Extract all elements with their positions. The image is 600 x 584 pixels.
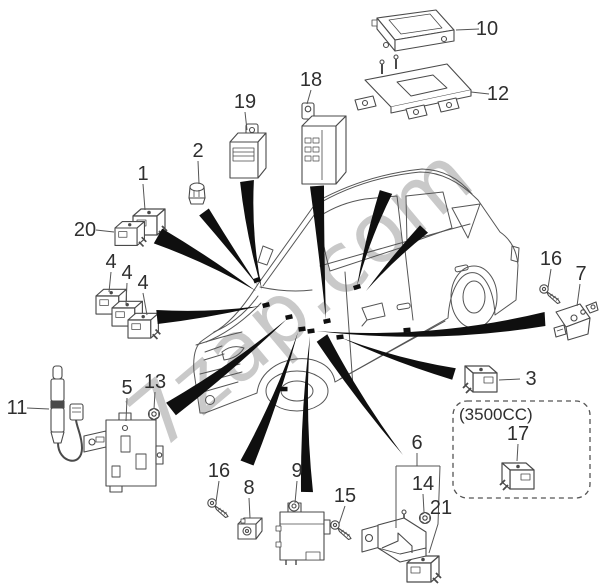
callout-leader-line [516, 443, 519, 462]
callout-label-6: 6 [411, 432, 423, 454]
callout-leader-line [338, 505, 346, 525]
install-arrow [166, 319, 287, 416]
part-16-screw-bottom [207, 498, 229, 519]
callout-leader-line [125, 397, 128, 422]
callout-label-15: 15 [333, 485, 357, 507]
part-8-sensor [237, 517, 263, 540]
callout-leader-line [215, 480, 220, 503]
callout-leader-line [108, 271, 112, 293]
callout-label-9: 9 [291, 460, 303, 482]
install-arrow [240, 332, 298, 466]
part-4-relay-bank [95, 288, 162, 340]
install-arrow [357, 190, 393, 286]
mount-point-marker [280, 386, 288, 392]
variant-box-label: (3500CC) [459, 405, 533, 424]
part-6-bracket-assembly [361, 509, 427, 563]
callout-label-11: 11 [6, 397, 28, 419]
install-arrow [310, 185, 326, 320]
install-arrow [316, 334, 403, 455]
mount-point-marker [352, 283, 362, 291]
install-arrow [240, 180, 262, 290]
mount-point-marker [285, 314, 293, 320]
part-10-control-unit [371, 9, 455, 52]
part-9-module [275, 500, 331, 565]
install-arrow [316, 312, 546, 337]
callout-label-1: 1 [137, 163, 149, 185]
callout-label-7: 7 [575, 263, 587, 285]
install-arrow [366, 225, 428, 291]
callout-leader-line [576, 283, 581, 307]
callout-label-19: 19 [233, 91, 257, 113]
callout-label-20: 20 [73, 219, 97, 241]
part-11-antenna [50, 365, 84, 462]
callout-leader-line [125, 282, 128, 305]
mount-point-marker [403, 327, 411, 333]
callout-leader-line [498, 378, 521, 381]
mount-point-marker [336, 334, 344, 340]
callout-leader-line [26, 407, 50, 410]
callout-leader-line [306, 89, 312, 105]
callout-label-3: 3 [525, 368, 537, 390]
mount-point-marker [252, 276, 262, 284]
mount-point-marker [323, 318, 331, 324]
callout-label-4: 4 [137, 272, 149, 294]
install-arrow [300, 336, 313, 493]
callout-leader-line [248, 497, 251, 519]
callout-leader-line [142, 292, 148, 316]
callout-leader-line [470, 91, 490, 95]
part-16-screw-right [539, 284, 561, 305]
callout-label-4: 4 [105, 251, 117, 273]
callout-leader-line [294, 480, 298, 504]
part-19-module [229, 123, 267, 179]
install-arrow [153, 228, 256, 291]
part-2-sensor [188, 182, 206, 205]
mount-point-marker [298, 326, 306, 332]
mount-point-marker [262, 301, 270, 309]
callout-leader-line [455, 28, 480, 31]
part-21-relay [406, 555, 442, 584]
car-illustration [193, 168, 520, 414]
leader-lines [26, 28, 581, 554]
callout-label-12: 12 [486, 83, 510, 105]
callout-leader-line [547, 268, 552, 289]
part-7-sensor [553, 301, 599, 341]
install-arrow [156, 306, 260, 324]
part-drawings [50, 9, 599, 584]
callout-label-18: 18 [299, 69, 323, 91]
part-12-bracket [354, 54, 472, 120]
callout-label-17: 17 [506, 423, 530, 445]
callout-leader-line [422, 493, 425, 513]
callout-label-2: 2 [192, 140, 204, 162]
variant-box [452, 400, 591, 499]
install-arrow [342, 338, 456, 380]
callout-label-10: 10 [475, 18, 499, 40]
callout-label-4: 4 [121, 262, 133, 284]
install-arrows [153, 180, 546, 493]
part-13-nut [147, 407, 161, 421]
callout-leader-line [197, 160, 200, 185]
mount-point-marker [307, 328, 315, 334]
callout-label-8: 8 [243, 477, 255, 499]
mount-markers [252, 276, 411, 392]
callout-label-16: 16 [539, 248, 563, 270]
part-20-relay [114, 220, 148, 248]
part-3-relay [462, 365, 498, 394]
callout-label-21: 21 [429, 497, 453, 519]
part-14-nut [418, 511, 432, 525]
callout-leader-line [153, 391, 156, 410]
callout-leader-line [95, 229, 115, 233]
callout-label-16: 16 [207, 460, 231, 482]
callout-label-13: 13 [143, 371, 167, 393]
part-18-module [301, 102, 347, 185]
install-arrow [199, 208, 258, 286]
callout-label-5: 5 [121, 377, 133, 399]
part-15-screw [330, 520, 352, 541]
bracket-6-leader [395, 453, 441, 554]
callout-leader-line [142, 183, 146, 211]
callout-label-14: 14 [411, 473, 435, 495]
callout-leader-line [244, 111, 248, 131]
part-5-module [83, 412, 164, 493]
part-17-relay [499, 462, 535, 491]
